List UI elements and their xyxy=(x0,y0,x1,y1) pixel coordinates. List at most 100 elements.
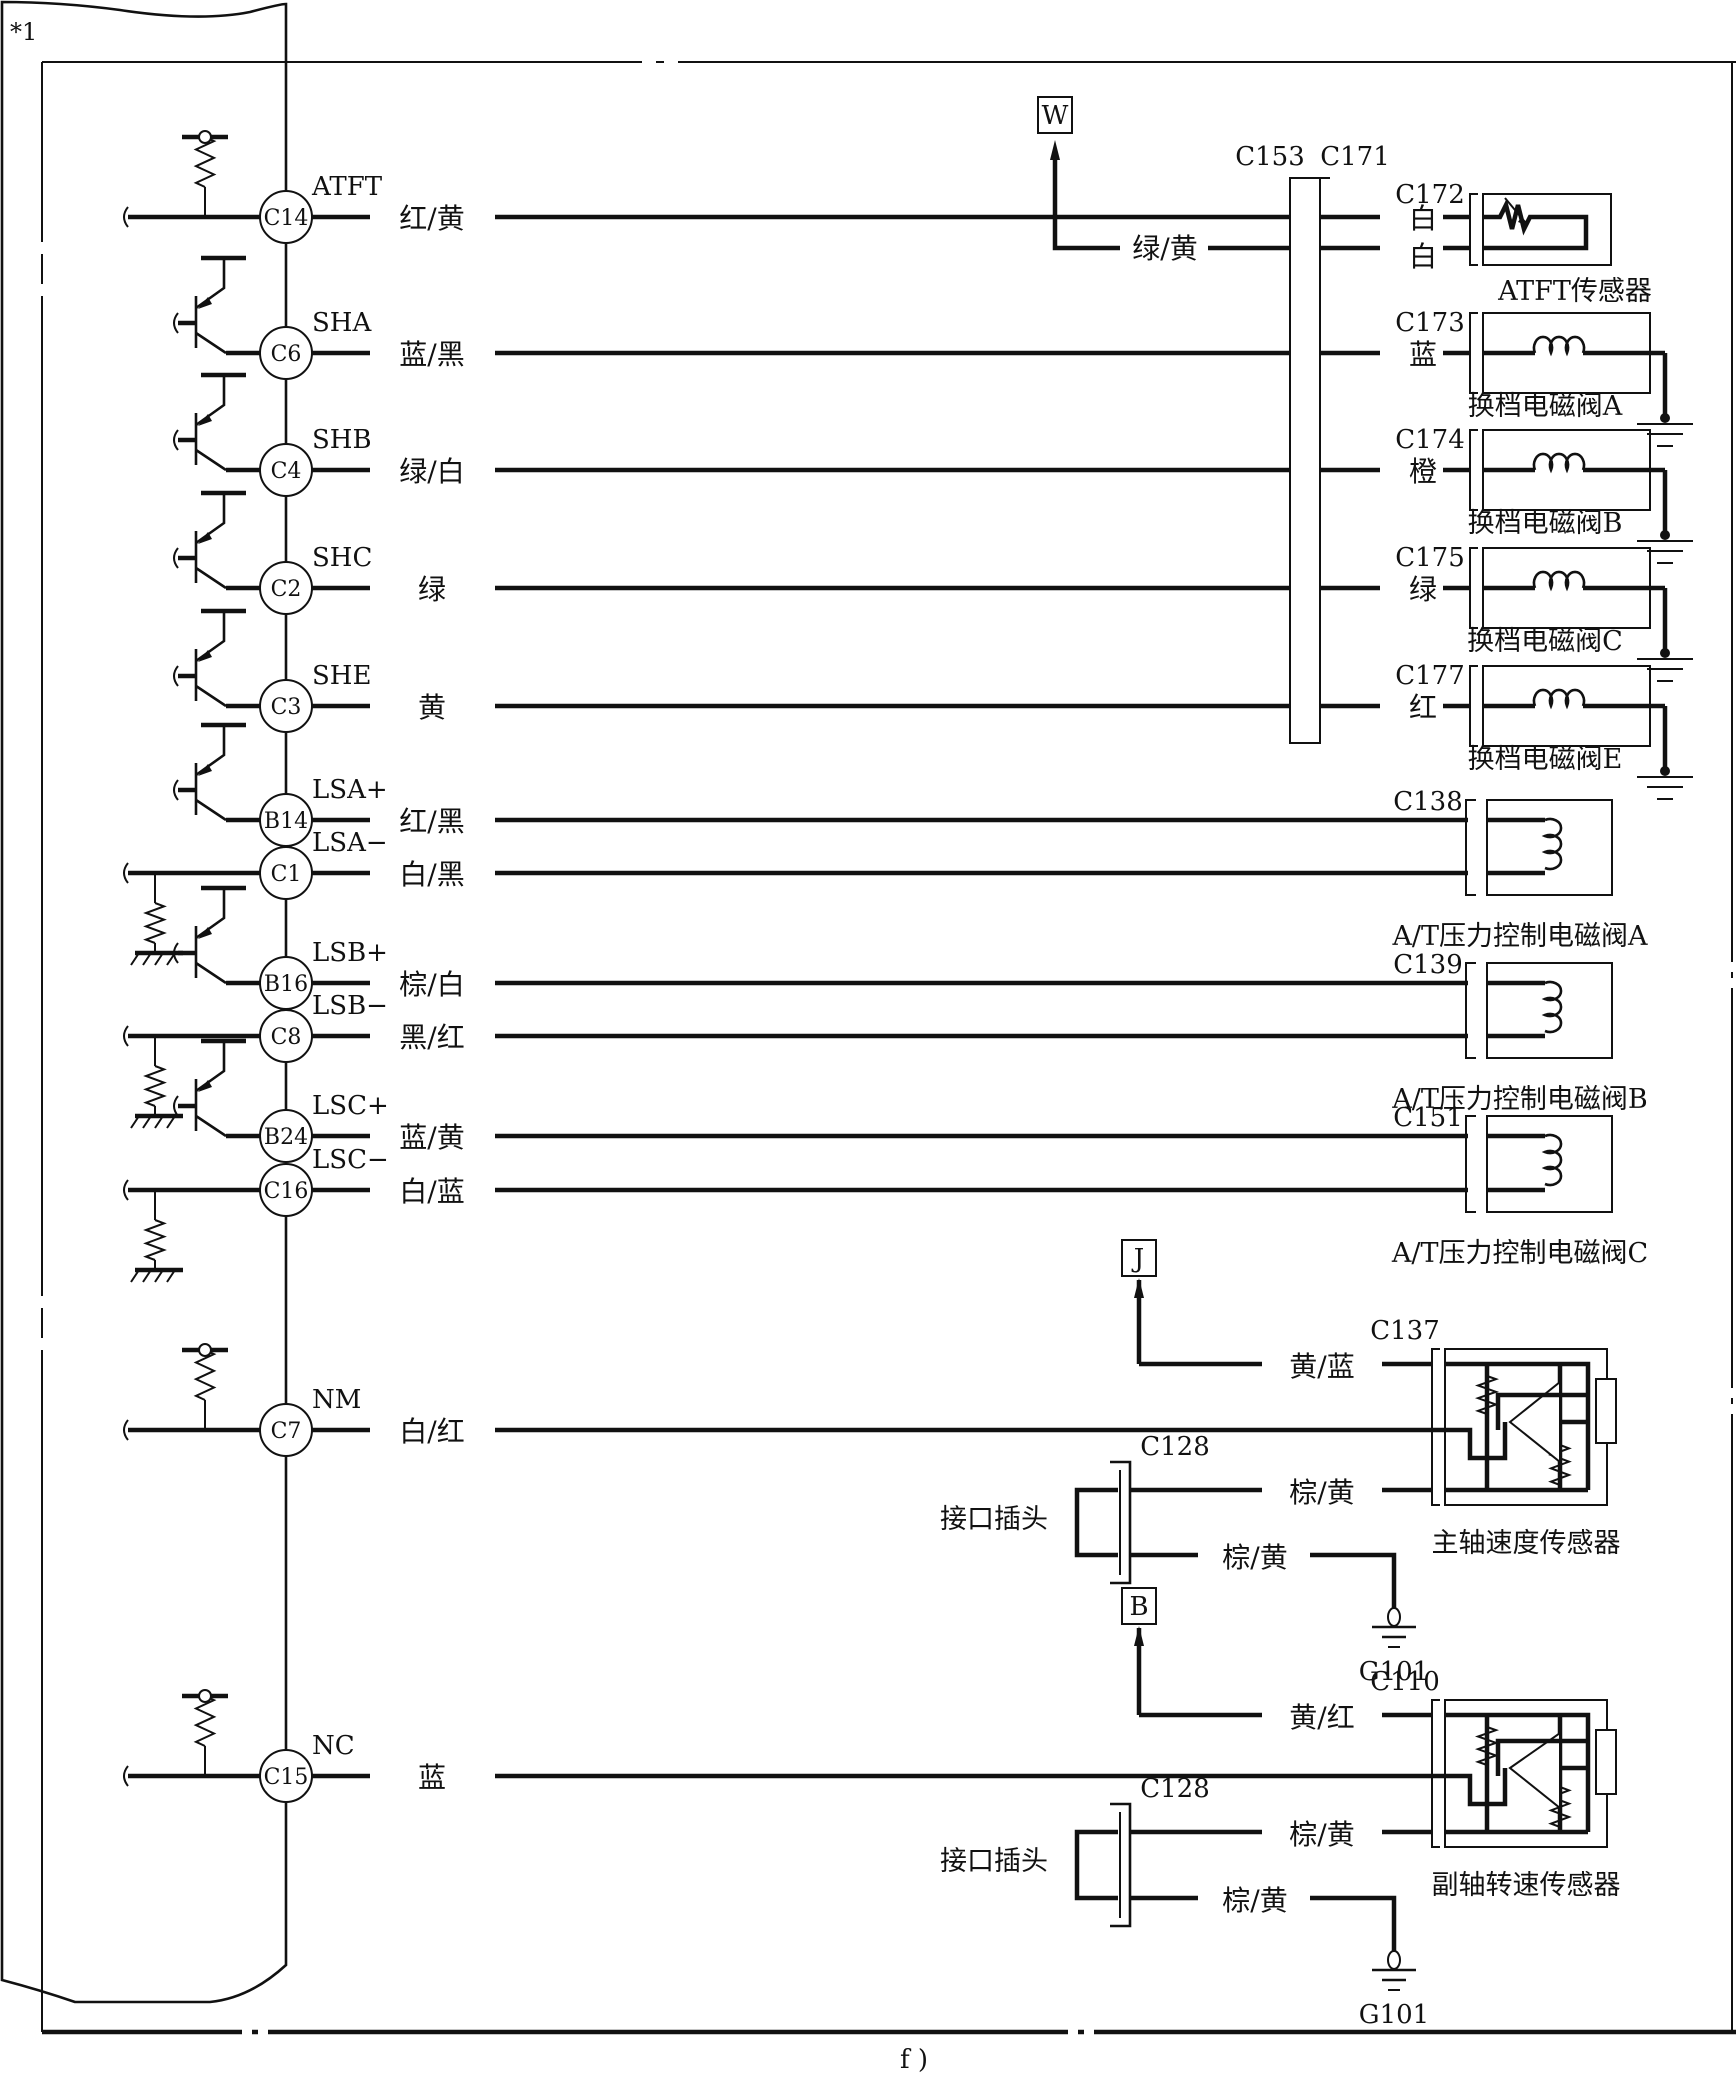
reference-box-label: B xyxy=(1129,1592,1148,1622)
solenoid-box xyxy=(1486,799,1613,896)
wire-color-label: 棕/白 xyxy=(399,968,464,1001)
connector-label: C110 xyxy=(1370,1667,1440,1697)
emitter-arrow-icon xyxy=(198,414,212,426)
wire-color-label: 黄 xyxy=(418,691,446,724)
plug-connector-bracket xyxy=(1110,1460,1132,1585)
reference-box[interactable]: J xyxy=(1121,1239,1157,1277)
signal-name: LSB+ xyxy=(312,938,388,968)
wire-color-label: 棕/黄 xyxy=(1222,1884,1287,1917)
pin-id: C8 xyxy=(271,1025,302,1050)
signal-name: LSC− xyxy=(312,1145,389,1175)
pulldown-resistor-icon xyxy=(143,1065,167,1107)
connector-bracket xyxy=(1465,1115,1476,1213)
coil-icon xyxy=(1541,980,1563,1034)
connector-bracket xyxy=(1465,962,1476,1059)
signal-name: ATFT xyxy=(311,172,383,202)
ground-label: G101 xyxy=(1359,1657,1429,1687)
component-label: A/T压力控制电磁阀C xyxy=(1391,1238,1648,1269)
wire-color-label: 白/黑 xyxy=(399,858,464,891)
ground-symbol-icon xyxy=(1637,530,1693,564)
ecu-module-outline xyxy=(0,0,288,2004)
figure-label: f ) xyxy=(900,2045,928,2075)
module-note: *1 xyxy=(10,18,37,46)
emitter-arrow-icon xyxy=(198,764,212,776)
connector-label: C173 xyxy=(1395,308,1465,338)
connector-label: C137 xyxy=(1370,1316,1440,1346)
resistor-icon xyxy=(1474,1375,1500,1415)
wire-color-label: 红/黄 xyxy=(399,202,464,235)
signal-name: SHC xyxy=(312,543,372,573)
component-label: 换档电磁阀B xyxy=(1468,508,1623,539)
pin-id: B14 xyxy=(264,809,308,834)
pullup-resistor-icon xyxy=(193,1695,217,1747)
chassis-ground-icon xyxy=(130,1267,183,1283)
wire-color-label: 绿/黄 xyxy=(1132,232,1197,265)
wire-color-label: 蓝 xyxy=(418,1761,446,1794)
pin-id: C16 xyxy=(264,1179,309,1204)
coil-icon xyxy=(1541,817,1563,871)
ecu-pin-c2: C2 SHC 绿 xyxy=(173,490,446,615)
connector-label: C128 xyxy=(1140,1774,1210,1804)
reference-box[interactable]: B xyxy=(1121,1587,1157,1625)
break-mark-icon xyxy=(173,779,179,801)
connector-bracket xyxy=(1469,665,1478,747)
junction-connector-left-label: C153 xyxy=(1235,142,1305,172)
wire-color-label: 红 xyxy=(1409,691,1437,724)
shift-solenoid: 换档电磁阀B xyxy=(1468,429,1693,564)
harness-frame xyxy=(41,61,1736,2035)
component-label: 副轴转速传感器 xyxy=(1432,1870,1621,1901)
connector-label: C177 xyxy=(1395,661,1465,691)
reference-box-label: W xyxy=(1042,101,1069,131)
emitter-arrow-icon xyxy=(198,927,212,939)
wire-color-label: 白 xyxy=(1409,202,1437,235)
supply-node-icon xyxy=(198,1689,212,1703)
transistor-collector xyxy=(195,684,227,708)
wire-color-label: 棕/黄 xyxy=(1289,1476,1354,1509)
plug-label: 接口插头 xyxy=(940,1846,1048,1877)
component-label: 换档电磁阀A xyxy=(1468,391,1623,422)
wire-color-label: 棕/黄 xyxy=(1222,1541,1287,1574)
connector-bracket xyxy=(1431,1348,1440,1506)
connector-bracket xyxy=(1469,193,1478,266)
transistor-collector xyxy=(195,798,227,822)
sensor-element-icon xyxy=(1595,1378,1617,1444)
shift-solenoid: 换档电磁阀A xyxy=(1468,312,1693,447)
connector-label: C151 xyxy=(1393,1103,1463,1133)
connector-label: C174 xyxy=(1395,425,1465,455)
wire-color-label: 蓝/黑 xyxy=(399,338,464,371)
shift-solenoid: 换档电磁阀C xyxy=(1467,547,1693,682)
connector-label: C139 xyxy=(1393,950,1463,980)
pin-id: B24 xyxy=(264,1125,308,1150)
component-label: 换档电磁阀E xyxy=(1468,744,1623,775)
component-label: A/T压力控制电磁阀A xyxy=(1391,921,1648,952)
pin-id: C6 xyxy=(271,342,302,367)
reference-box-label: J xyxy=(1131,1244,1144,1274)
junction-connector xyxy=(1289,177,1321,744)
break-mark-icon xyxy=(123,1179,129,1201)
wire-color-label: 橙 xyxy=(1409,455,1437,488)
break-mark-icon xyxy=(123,862,129,884)
ground-symbol-icon xyxy=(1637,648,1693,682)
wire-color-label: 白/蓝 xyxy=(399,1175,464,1208)
solenoid-box xyxy=(1486,1115,1613,1213)
pin-id: C2 xyxy=(271,577,302,602)
reference-box[interactable]: W xyxy=(1037,96,1073,134)
wire-color-label: 红/黑 xyxy=(399,805,464,838)
pulldown-resistor-icon xyxy=(143,902,167,944)
transistor-collector xyxy=(195,566,227,590)
pullup-resistor-icon xyxy=(193,1349,217,1401)
supply-node-icon xyxy=(198,1343,212,1357)
wire-color-label: 绿 xyxy=(418,573,446,606)
pullup-resistor-icon xyxy=(193,136,217,188)
ground-symbol-icon xyxy=(1637,413,1693,447)
wire-color-label: 蓝/黄 xyxy=(399,1121,464,1154)
sensor-element-icon xyxy=(1595,1729,1617,1795)
pulldown-resistor-icon xyxy=(143,1219,167,1261)
